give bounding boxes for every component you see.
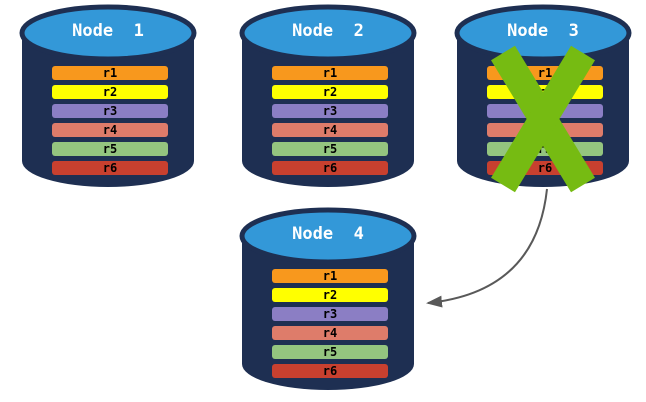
row-r3: r3	[272, 104, 388, 118]
arrow-curve	[426, 188, 548, 308]
node-4: Node 4 r1 r2 r3 r4 r5 r6	[236, 206, 420, 394]
row-r5: r5	[272, 345, 388, 359]
row-r2: r2	[52, 85, 168, 99]
row-r1: r1	[272, 269, 388, 283]
cylinder-top	[19, 4, 197, 62]
row-r6: r6	[52, 161, 168, 175]
row-list: r1 r2 r3 r4 r5 r6	[272, 66, 388, 180]
node-title: Node 4	[292, 224, 364, 244]
row-r5: r5	[272, 142, 388, 156]
node-2: Node 2 r1 r2 r3 r4 r5 r6	[236, 3, 420, 191]
failure-x-icon	[491, 45, 595, 193]
row-r4: r4	[272, 326, 388, 340]
row-r4: r4	[272, 123, 388, 137]
row-list: r1 r2 r3 r4 r5 r6	[52, 66, 168, 180]
row-r5: r5	[52, 142, 168, 156]
cylinder-top	[239, 207, 417, 265]
cylinder-top	[239, 4, 417, 62]
cylinder-top	[454, 4, 632, 62]
node-1: Node 1 r1 r2 r3 r4 r5 r6	[16, 3, 200, 191]
node-title: Node 2	[292, 21, 364, 41]
node-3: Node 3 r1 r2 r3 r4 r5 r6	[451, 3, 635, 193]
row-list: r1 r2 r3 r4 r5 r6	[272, 269, 388, 383]
row-r3: r3	[272, 307, 388, 321]
row-r1: r1	[52, 66, 168, 80]
row-r2: r2	[272, 85, 388, 99]
node-title: Node 3	[507, 21, 579, 41]
row-r1: r1	[272, 66, 388, 80]
row-r6: r6	[272, 364, 388, 378]
node-title: Node 1	[72, 21, 144, 41]
row-r3: r3	[52, 104, 168, 118]
row-r2: r2	[272, 288, 388, 302]
row-r4: r4	[52, 123, 168, 137]
row-r6: r6	[272, 161, 388, 175]
